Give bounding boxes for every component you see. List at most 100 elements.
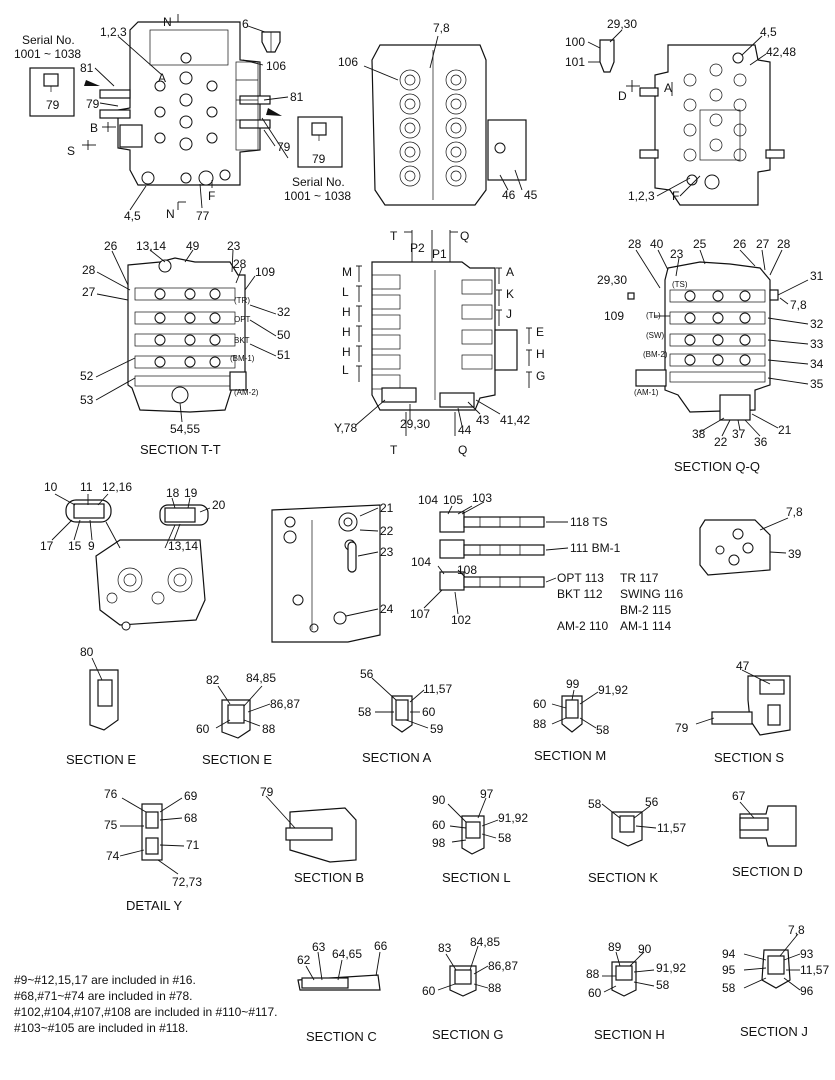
label-22-plate: 22 <box>380 524 394 538</box>
label-91-92-h: 91,92 <box>656 961 686 975</box>
label-104-top: 104 <box>418 493 438 507</box>
tag-ts: (TS) <box>672 280 688 289</box>
label-60-l: 60 <box>432 818 446 832</box>
label-108: 108 <box>457 563 477 577</box>
label-29-30-rear: 29,30 <box>607 17 637 31</box>
mark-T-bottom: T <box>390 443 398 457</box>
section-e-1: 80 SECTION E <box>66 645 136 767</box>
label-56-k: 56 <box>645 795 659 809</box>
label-58-k: 58 <box>588 797 602 811</box>
label-36: 36 <box>754 435 768 449</box>
label-81-left: 81 <box>80 61 94 75</box>
label-106-side: 106 <box>338 55 358 69</box>
mark-F: F <box>208 189 215 203</box>
tag-opt: OPT <box>234 315 251 324</box>
section-c: 63 66 62 64,65 SECTION C <box>297 939 388 1044</box>
label-58-m: 58 <box>596 723 610 737</box>
label-27-qq: 27 <box>756 237 770 251</box>
label-86-87-g: 86,87 <box>488 959 518 973</box>
section-h: 89 90 91,92 88 58 60 SECTION H <box>586 940 686 1042</box>
section-d: 67 SECTION D <box>732 789 803 879</box>
label-52: 52 <box>80 369 94 383</box>
label-swing-116: SWING 116 <box>620 587 683 601</box>
label-96: 96 <box>800 984 814 998</box>
label-bm2-115: BM-2 115 <box>620 603 671 617</box>
detail-y: 76 69 75 68 71 74 72,73 DETAIL Y <box>104 787 202 913</box>
label-118-ts: 118 TS <box>570 515 608 529</box>
title-section-s: SECTION S <box>714 750 784 765</box>
label-79-left: 79 <box>86 97 100 111</box>
label-89: 89 <box>608 940 622 954</box>
section-s: 47 79 SECTION S <box>675 659 791 765</box>
label-46: 46 <box>502 188 516 202</box>
label-58-j: 58 <box>722 981 736 995</box>
mark-J: J <box>506 307 512 321</box>
label-11: 11 <box>80 480 93 494</box>
label-59: 59 <box>430 722 444 736</box>
label-58-h: 58 <box>656 978 670 992</box>
label-60-m: 60 <box>533 697 547 711</box>
mark-A-center: A <box>506 265 514 279</box>
mark-P2: P2 <box>410 241 425 255</box>
label-31: 31 <box>810 269 824 283</box>
label-63: 63 <box>312 940 326 954</box>
label-28-tt-left: 28 <box>82 263 96 277</box>
label-68: 68 <box>184 811 198 825</box>
label-23-qq: 23 <box>670 247 684 261</box>
title-section-a: SECTION A <box>362 750 432 765</box>
label-97: 97 <box>480 787 494 801</box>
label-80: 80 <box>80 645 94 659</box>
label-76: 76 <box>104 787 118 801</box>
label-67: 67 <box>732 789 746 803</box>
label-39: 39 <box>788 547 802 561</box>
label-98: 98 <box>432 836 446 850</box>
section-qq: 28 40 23 25 26 27 28 29,30 31 7,8 109 32… <box>597 237 824 474</box>
mark-D: D <box>618 89 627 103</box>
label-107: 107 <box>410 607 430 621</box>
mark-A-rear: A <box>664 81 672 95</box>
label-81-right: 81 <box>290 90 304 104</box>
label-60-h: 60 <box>588 986 602 1000</box>
footnotes: #9~#12,15,17 are included in #16. #68,#7… <box>14 973 277 1035</box>
label-60-a: 60 <box>422 705 436 719</box>
tag-bm1: (BM-1) <box>230 354 255 363</box>
title-section-h: SECTION H <box>594 1027 665 1042</box>
label-50: 50 <box>277 328 291 342</box>
label-79-b: 79 <box>260 785 274 799</box>
label-21-plate: 21 <box>380 501 394 515</box>
label-44: 44 <box>458 423 472 437</box>
label-64-65: 64,65 <box>332 947 362 961</box>
mark-E: E <box>536 325 544 339</box>
label-26-qq: 26 <box>733 237 747 251</box>
section-l: 90 97 91,92 60 58 98 SECTION L <box>432 787 528 885</box>
label-23-plate: 23 <box>380 545 394 559</box>
label-84-85-g: 84,85 <box>470 935 500 949</box>
label-91-92-l: 91,92 <box>498 811 528 825</box>
title-section-l: SECTION L <box>442 870 511 885</box>
label-13-14-detail: 13,14 <box>168 539 198 553</box>
label-79-box-left: 79 <box>46 98 60 112</box>
label-1-2-3: 1,2,3 <box>100 25 127 39</box>
label-58-a: 58 <box>358 705 372 719</box>
label-21-qq: 21 <box>778 423 792 437</box>
section-k: 58 56 11,57 SECTION K <box>588 795 686 885</box>
mark-N-bottom: N <box>166 207 175 221</box>
title-section-m: SECTION M <box>534 748 606 763</box>
label-tr-117: TR 117 <box>620 571 659 585</box>
label-37: 37 <box>732 427 746 441</box>
label-103: 103 <box>472 491 492 505</box>
label-am2-110: AM-2 110 <box>557 619 608 633</box>
title-section-j: SECTION J <box>740 1024 808 1039</box>
center-section: T P2 P1 Q M L H H H L A K J E H G Y,78 2… <box>334 229 545 457</box>
label-7-8-side: 7,8 <box>433 21 450 35</box>
title-section-k: SECTION K <box>588 870 658 885</box>
label-93: 93 <box>800 947 814 961</box>
note-1: #9~#12,15,17 are included in #16. <box>14 973 196 987</box>
label-19: 19 <box>184 486 198 500</box>
label-bkt-112: BKT 112 <box>557 587 603 601</box>
tag-bkt: BKT <box>234 336 250 345</box>
tag-tl: (TL) <box>646 311 661 320</box>
title-section-b: SECTION B <box>294 870 364 885</box>
title-section-c: SECTION C <box>306 1029 377 1044</box>
